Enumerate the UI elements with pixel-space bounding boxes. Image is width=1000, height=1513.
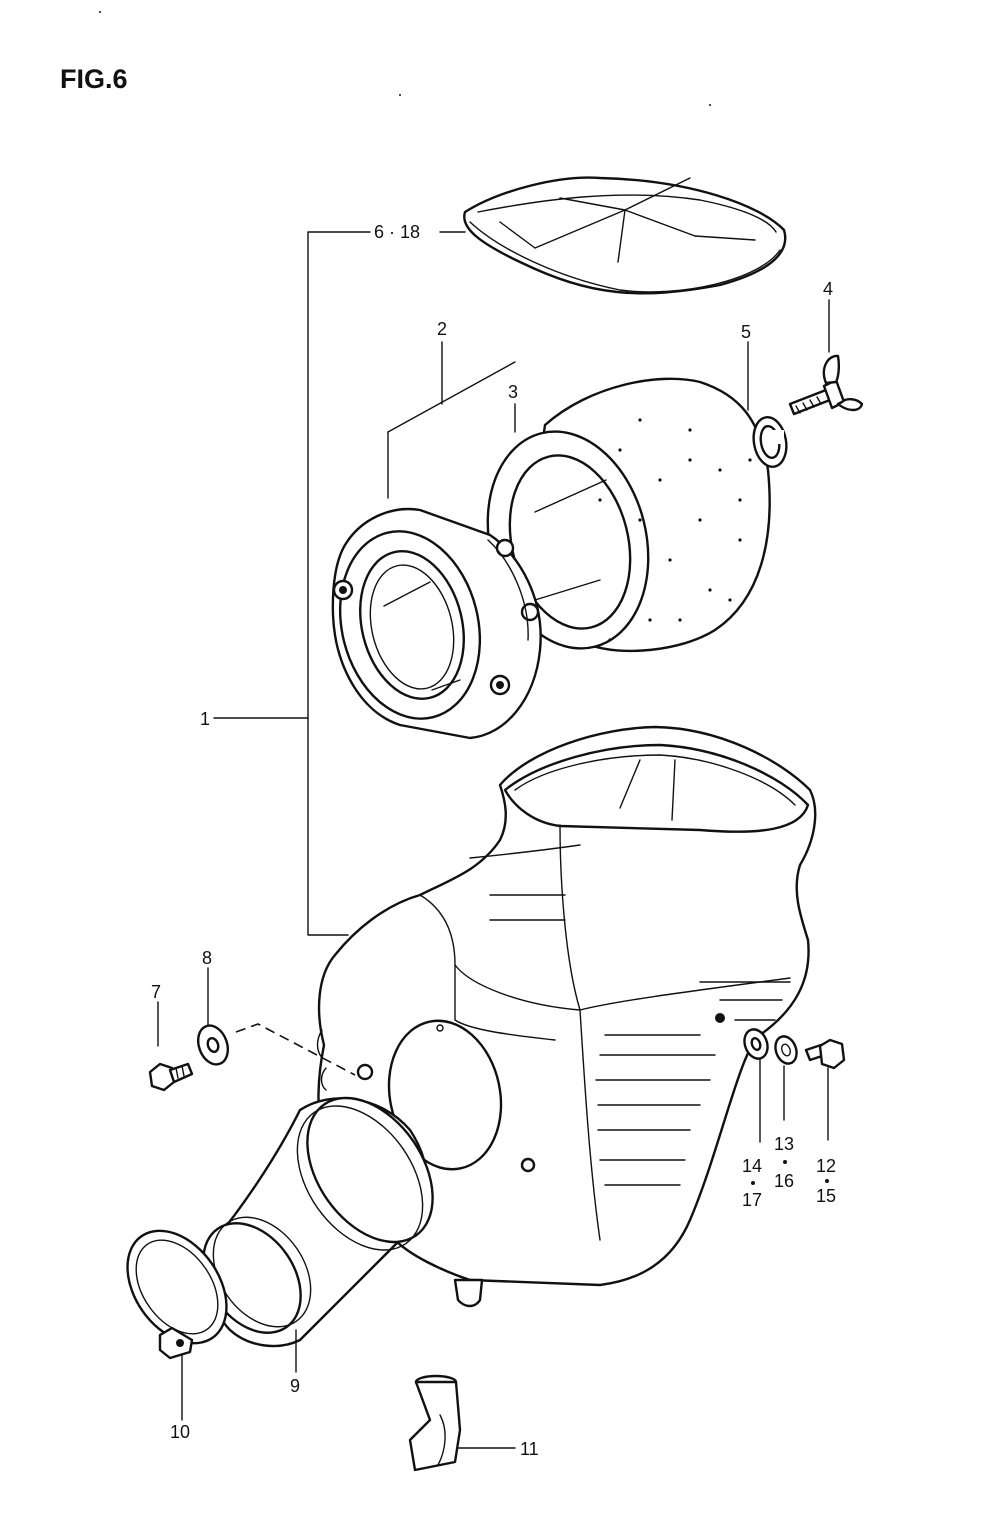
intake-tube-part-9 (202, 1096, 434, 1373)
callout-4: 4 (823, 279, 833, 299)
bolt-part-7 (148, 1001, 194, 1092)
bolt-part-12-15 (804, 1038, 846, 1141)
figure-title: FIG.6 (60, 64, 128, 94)
callout-1: 1 (200, 709, 210, 729)
callout-13: 13 (774, 1134, 794, 1154)
callout-17: 17 (742, 1190, 762, 1210)
callout-11: 11 (520, 1439, 539, 1459)
callout-16: 16 (774, 1171, 794, 1191)
callout-12: 12 (816, 1156, 836, 1176)
callout-7: 7 (151, 982, 161, 1002)
foam-texture (598, 418, 752, 642)
filter-element-part-3 (486, 377, 771, 653)
callout-labels: 1 2 3 4 5 6 · 18 7 8 9 10 11 12 15 13 16… (151, 222, 836, 1459)
washer-part-14-17 (743, 1028, 769, 1143)
callout-15: 15 (816, 1186, 836, 1206)
air-cleaner-case-part-1 (316, 725, 817, 1308)
callout-8: 8 (202, 948, 212, 968)
assembly-bracket (213, 231, 466, 936)
callout-3: 3 (508, 382, 518, 402)
callout-2: 2 (437, 319, 447, 339)
callout-9: 9 (290, 1376, 300, 1396)
callout-6-18: 6 · 18 (374, 222, 420, 242)
filter-frame-part-2 (331, 507, 542, 740)
callout-5: 5 (741, 322, 751, 342)
element-cover-part-6-18 (463, 176, 787, 295)
washer-part-8 (196, 967, 356, 1076)
lock-washer-part-13-16 (774, 1035, 798, 1121)
band-clamp-part-10 (126, 1229, 228, 1421)
callout-10: 10 (170, 1422, 190, 1442)
callout-14: 14 (742, 1156, 762, 1176)
part-2-bracket (387, 341, 516, 499)
wing-bolt-part-4 (788, 299, 864, 416)
clip-part-5 (747, 341, 788, 468)
drain-tube-part-11 (408, 1374, 516, 1472)
